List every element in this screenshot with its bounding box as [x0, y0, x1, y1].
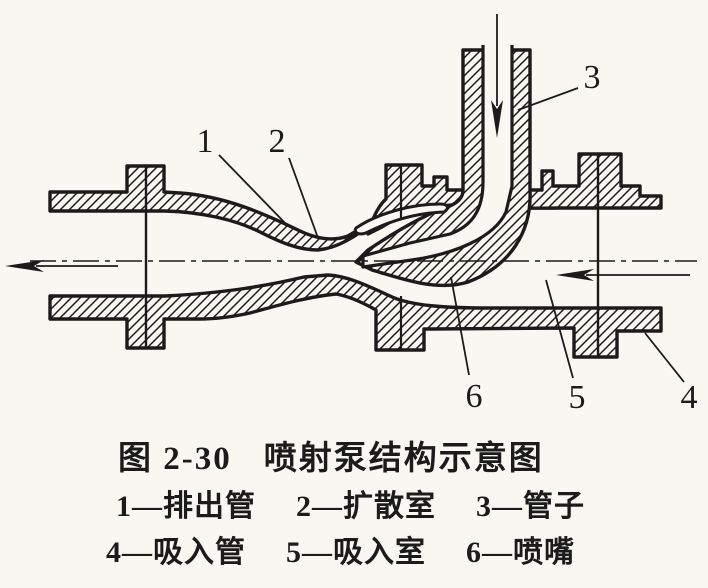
flow-arrow-left [5, 260, 118, 272]
leader-line-5 [545, 279, 574, 379]
legend-item-2: 2—扩散室 [296, 481, 436, 525]
legend-num: 2 [296, 490, 312, 523]
callout-4-label: 4 [681, 379, 698, 416]
legend-num: 6 [466, 536, 482, 569]
legend-num: 1 [116, 490, 132, 523]
legend-num: 5 [286, 536, 302, 569]
flow-arrow-inlet-down [491, 14, 503, 138]
suction-passage-gap [353, 202, 449, 236]
legend-item-5: 5—吸入室 [286, 527, 426, 571]
callout-5-label: 5 [569, 379, 586, 416]
leader-line-4 [644, 332, 685, 383]
legend-name: 吸入室 [333, 536, 426, 569]
legend-row-2: 4—吸入管 5—吸入室 6—喷嘴 [106, 527, 575, 571]
callout-2-label: 2 [269, 123, 286, 160]
legend-num: 4 [106, 536, 122, 569]
callout-3-label: 3 [584, 59, 601, 96]
pipe-bottom-wall [48, 273, 663, 359]
legend-dash: — [302, 536, 333, 569]
legend-name: 管子 [523, 490, 585, 523]
legend-item-6: 6—喷嘴 [466, 527, 575, 571]
legend-item-1: 1—排出管 [116, 481, 256, 525]
jet-pump-sectional-diagram: 1 2 3 4 5 6 [5, 14, 698, 416]
legend-dash: — [132, 490, 163, 523]
legend-row-1: 1—排出管 2—扩散室 3—管子 [116, 481, 585, 525]
figure-number: 图 2-30 [118, 441, 232, 477]
flow-arrow-right [556, 269, 690, 281]
discharge-pipe-top-wall [48, 164, 380, 252]
leader-line-3 [517, 87, 579, 111]
legend-name: 吸入管 [153, 536, 246, 569]
legend-num: 3 [476, 490, 492, 523]
leader-line-2 [288, 157, 319, 239]
figure-title: 喷射泵结构示意图 [263, 441, 544, 477]
leader-line-6 [450, 276, 470, 376]
legend-dash: — [482, 536, 513, 569]
legend-dash: — [122, 536, 153, 569]
callout-1-label: 1 [197, 123, 214, 160]
legend-item-3: 3—管子 [476, 481, 585, 525]
callout-6-label: 6 [466, 378, 483, 415]
legend-name: 喷嘴 [513, 536, 575, 569]
legend-dash: — [492, 490, 523, 523]
legend-item-4: 4—吸入管 [106, 527, 246, 571]
figure-caption: 图 2-30 喷射泵结构示意图 [118, 431, 544, 479]
legend-name: 扩散室 [343, 490, 436, 523]
legend-dash: — [312, 490, 343, 523]
legend-name: 排出管 [163, 490, 256, 523]
leader-line-1 [218, 154, 287, 225]
